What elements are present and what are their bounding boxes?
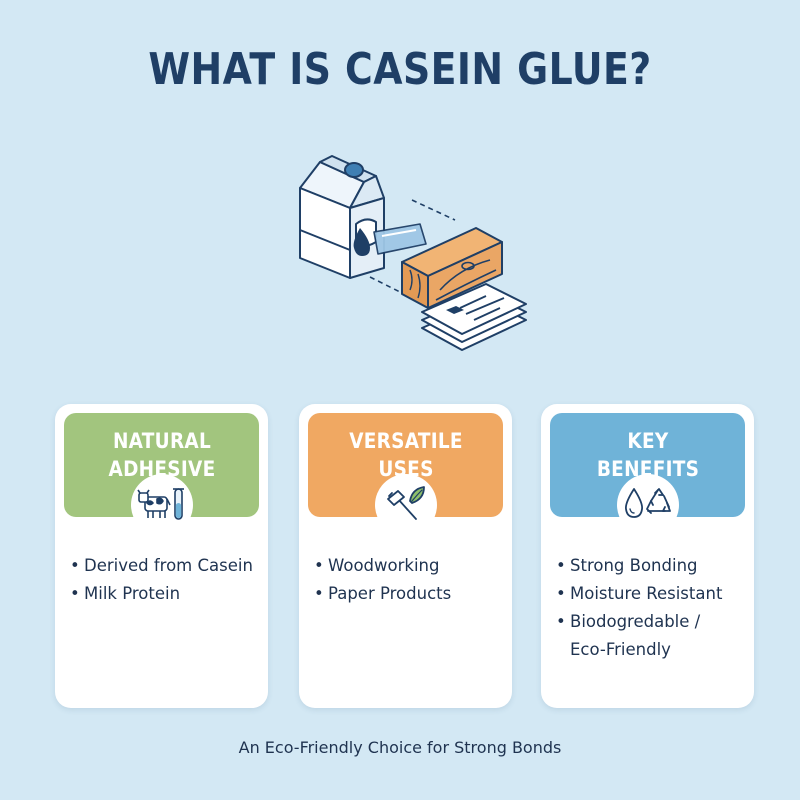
list-item: Eco-Friendly <box>541 636 754 664</box>
list-item-text: Strong Bonding <box>570 556 698 575</box>
list-item: •Paper Products <box>314 584 452 603</box>
list-item-text: Milk Protein <box>84 584 181 603</box>
card-title: VERSATILE USES <box>331 427 481 483</box>
list-item: •Derived from Casein <box>70 556 253 575</box>
list-item-text: Moisture Resistant <box>570 584 723 603</box>
card-natural-adhesive: NATURAL ADHESIVE <box>55 404 268 708</box>
card-key-benefits: KEY BENEFITS <box>541 404 754 708</box>
dashed-guide-lines <box>369 199 456 294</box>
list-item-text: Biodogredable / <box>570 612 701 631</box>
list-item-text: Eco-Friendly <box>570 640 671 659</box>
card-title-line: NATURAL <box>112 429 211 453</box>
list-item: •Moisture Resistant <box>556 584 723 603</box>
list-item-text: Derived from Casein <box>84 556 253 575</box>
list-item: •Woodworking <box>314 556 440 575</box>
card-bullet-list: •Strong Bonding •Moisture Resistant •Bio… <box>541 552 754 664</box>
page-title: WHAT IS CASEIN GLUE? <box>148 44 652 95</box>
paper-stack-icon <box>421 283 527 351</box>
list-item-text: Woodworking <box>328 556 440 575</box>
card-bullet-list: •Derived from Casein •Milk Protein <box>55 552 268 608</box>
drop-and-recycle-icon <box>617 474 679 536</box>
card-bullet-list: •Woodworking •Paper Products <box>299 552 512 608</box>
glue-drop-icon <box>353 223 427 256</box>
milk-carton-icon <box>299 155 385 279</box>
cow-and-test-tube-icon <box>131 474 193 536</box>
wood-block-icon <box>401 227 503 309</box>
card-versatile-uses: VERSATILE USES •Woodworking •Paper Produ… <box>299 404 512 708</box>
card-title-line: VERSATILE USES <box>348 429 463 481</box>
hero-illustration <box>290 150 530 370</box>
list-item-text: Paper Products <box>328 584 452 603</box>
list-item: •Strong Bonding <box>556 556 698 575</box>
list-item: •Biodogredable / <box>556 612 701 631</box>
footer-tagline: An Eco-Friendly Choice for Strong Bonds <box>238 738 562 757</box>
list-item: •Milk Protein <box>70 584 181 603</box>
hammer-and-leaf-icon <box>375 474 437 536</box>
